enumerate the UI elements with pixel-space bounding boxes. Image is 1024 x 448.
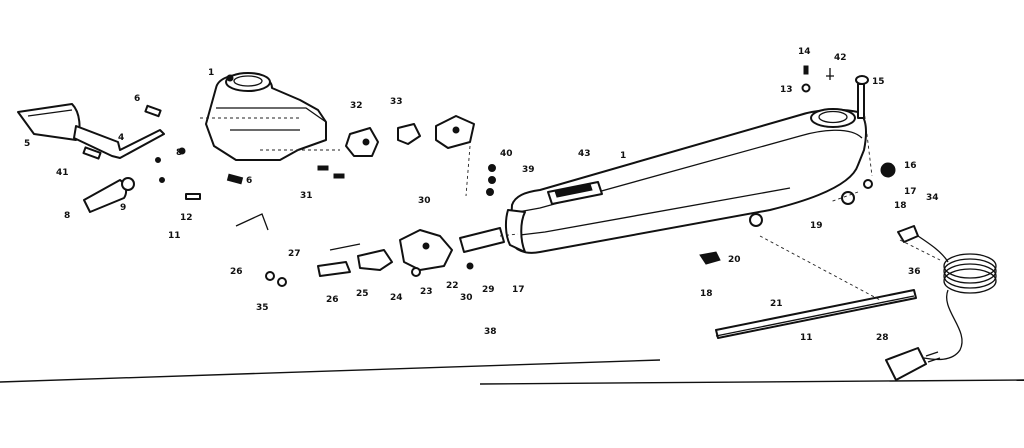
ball-35	[277, 277, 287, 287]
radial-arm	[509, 108, 867, 254]
label-11-rail: 11	[800, 333, 813, 343]
clamp-19	[749, 191, 855, 227]
label-21: 21	[770, 299, 783, 309]
label-15: 15	[872, 77, 885, 87]
lever-20	[699, 251, 721, 265]
label-27: 27	[288, 249, 301, 259]
nuts-40	[486, 164, 496, 196]
label-8-right: 8	[176, 148, 182, 158]
label-36: 36	[908, 267, 921, 277]
label-11-left: 11	[168, 231, 181, 241]
screw-14	[803, 65, 809, 75]
label-35: 35	[256, 303, 269, 313]
column-hardware	[82, 104, 269, 231]
pin-42	[826, 68, 834, 80]
label-28: 28	[876, 333, 889, 343]
label-17-center: 17	[512, 285, 525, 295]
label-1-column: 1	[208, 68, 214, 78]
label-30-bottom: 30	[460, 293, 473, 303]
label-42: 42	[834, 53, 847, 63]
clip-17	[863, 179, 873, 189]
label-6-left: 6	[134, 94, 140, 104]
column-support	[205, 72, 327, 161]
label-17-right: 17	[904, 187, 917, 197]
label-32: 32	[350, 101, 363, 111]
label-18-center: 18	[700, 289, 713, 299]
label-4: 4	[118, 133, 124, 143]
label-13: 13	[780, 85, 793, 95]
label-34: 34	[926, 193, 939, 203]
knob	[83, 177, 135, 213]
label-14: 14	[798, 47, 811, 57]
label-8-left: 8	[64, 211, 70, 221]
label-19: 19	[810, 221, 823, 231]
lock-lever	[73, 125, 165, 159]
label-29: 29	[482, 285, 495, 295]
nut-13	[801, 83, 811, 93]
label-6-right: 6	[246, 176, 252, 186]
label-39: 39	[522, 165, 535, 175]
carriage-lock-assembly	[317, 227, 505, 277]
label-24: 24	[390, 293, 403, 303]
label-5: 5	[24, 139, 30, 149]
power-cord-38	[917, 235, 997, 361]
label-31: 31	[300, 191, 313, 201]
baseline-rule-right	[479, 379, 1024, 385]
label-30-top: 30	[418, 196, 431, 206]
label-23: 23	[420, 287, 433, 297]
label-18-right: 18	[894, 201, 907, 211]
knob-16	[880, 162, 896, 178]
label-26-left: 26	[230, 267, 243, 277]
arm-label-plate	[547, 181, 603, 205]
label-1-arm: 1	[620, 151, 626, 161]
part-labels: 1 1 4 5 6 6 8 8 9 10 11 11 12 13 14 15 1…	[24, 47, 939, 343]
label-16: 16	[904, 161, 917, 171]
leader-lines	[200, 109, 941, 301]
label-22: 22	[446, 281, 459, 291]
arm-front-end-cap	[504, 209, 526, 253]
label-40: 40	[500, 149, 513, 159]
label-38: 38	[484, 327, 497, 337]
rail-21	[715, 289, 917, 339]
eye-bolt-15	[855, 75, 869, 119]
handle	[17, 103, 81, 141]
switch-32	[345, 127, 379, 157]
label-43: 43	[578, 149, 591, 159]
label-9: 9	[120, 203, 126, 213]
plug	[885, 347, 941, 381]
label-25: 25	[356, 289, 369, 299]
label-26-center: 26	[326, 295, 339, 305]
label-12: 12	[180, 213, 193, 223]
label-33: 33	[390, 97, 403, 107]
label-20: 20	[728, 255, 741, 265]
screws-31	[317, 165, 345, 179]
switch-33	[397, 115, 475, 149]
label-41: 41	[56, 168, 69, 178]
baseline-rule-left	[0, 359, 661, 383]
cord-clamp-34	[897, 225, 919, 243]
washer-36	[265, 271, 275, 281]
